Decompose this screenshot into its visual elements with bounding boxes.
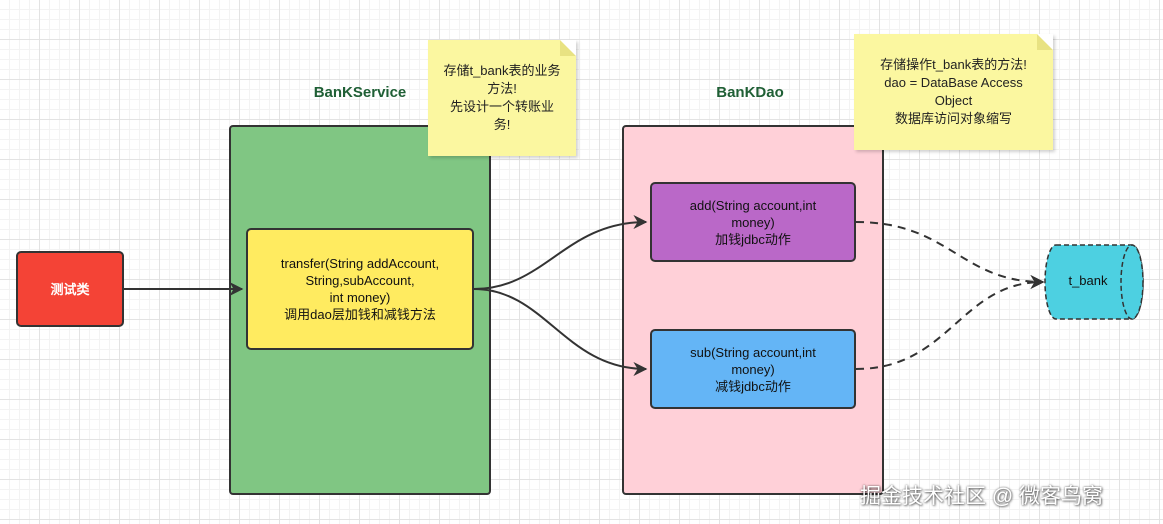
sub-line: 减钱jdbc动作 — [715, 378, 791, 394]
dao-note-line: Object — [934, 93, 973, 108]
watermark-text: 掘金技术社区 @ 微客鸟窝 — [860, 485, 1103, 508]
add-line: 加钱jdbc动作 — [715, 231, 791, 247]
edge-transfer-to-add — [473, 215, 648, 290]
test-class-label: 测试类 — [50, 281, 90, 297]
bankdao-title: BanKDao — [716, 84, 784, 101]
transfer-line: String,subAccount, — [305, 273, 415, 288]
edge-sub-to-tbank — [855, 275, 1045, 370]
tbank-database-node[interactable]: t_bank — [1044, 244, 1146, 320]
sub-method-node[interactable]: sub(String account,int money) 减钱jdbc动作 — [650, 329, 856, 409]
add-line: add(String account,int — [689, 197, 817, 213]
add-method-node[interactable]: add(String account,int money) 加钱jdbc动作 — [650, 182, 856, 262]
sub-line: money) — [731, 361, 775, 377]
bankservice-title: BanKService — [313, 84, 407, 101]
dao-note-line: dao = DataBase Access — [884, 75, 1023, 90]
note-fold-icon — [560, 40, 576, 56]
sub-line: sub(String account,int — [690, 344, 816, 360]
edge-add-to-tbank — [855, 221, 1045, 289]
service-note-line: 先设计一个转账业 — [449, 99, 554, 114]
dao-note: 存储操作t_bank表的方法! dao = DataBase Access Ob… — [854, 34, 1053, 150]
transfer-line: 调用dao层加钱和减钱方法 — [284, 307, 436, 322]
transfer-method-node[interactable]: transfer(String addAccount, String,subAc… — [246, 228, 474, 350]
add-line: money) — [731, 214, 775, 230]
tbank-label: t_bank — [1068, 273, 1108, 288]
transfer-line: transfer(String addAccount, — [280, 256, 440, 271]
transfer-line: int money) — [329, 290, 391, 305]
test-class-node[interactable]: 测试类 — [16, 251, 124, 327]
note-fold-icon — [1037, 34, 1053, 50]
service-note-line: 务! — [493, 117, 511, 132]
dao-note-line: 存储操作t_bank表的方法! — [880, 57, 1027, 72]
dao-note-line: 数据库访问对象缩写 — [894, 111, 1012, 126]
edge-transfer-to-sub — [473, 288, 648, 376]
service-note-line: 方法! — [487, 81, 517, 96]
service-note: 存储t_bank表的业务 方法! 先设计一个转账业 务! — [428, 40, 576, 156]
service-note-line: 存储t_bank表的业务 — [443, 63, 561, 78]
